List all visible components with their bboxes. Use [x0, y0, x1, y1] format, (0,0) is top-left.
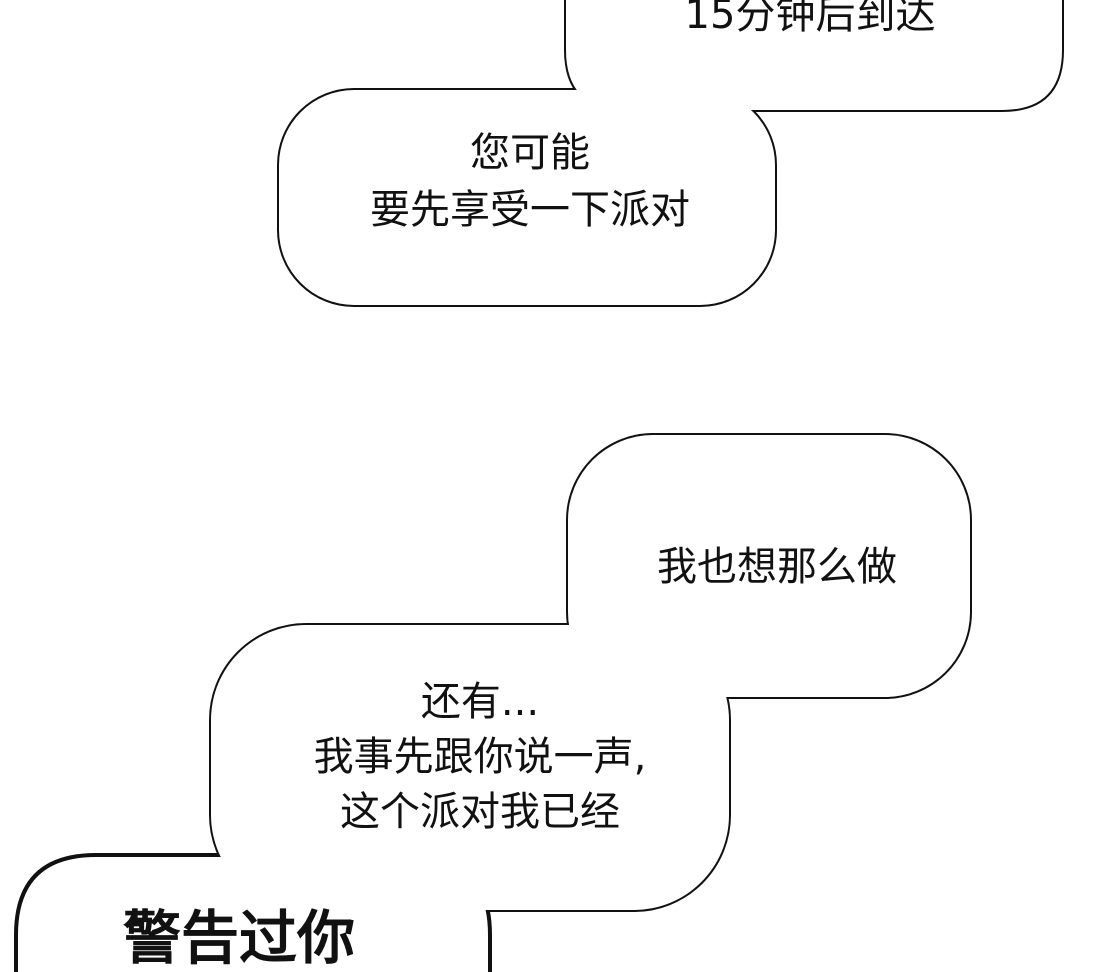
bubble-4-line-2: 我事先跟你说一声,	[313, 734, 647, 780]
bubble-3-line-1: 我也想那么做	[657, 544, 897, 590]
bubble-4-line-3: 这个派对我已经	[340, 789, 620, 835]
bubble-1-line-1: 15分钟后到达	[684, 0, 936, 38]
bubble-4-line-1: 还有...	[420, 679, 540, 725]
bubble-2-line-1: 您可能	[470, 130, 590, 176]
bubble-2-line-2: 要先享受一下派对	[370, 187, 690, 233]
bubble-5-line-1: 警告过你	[123, 904, 356, 972]
